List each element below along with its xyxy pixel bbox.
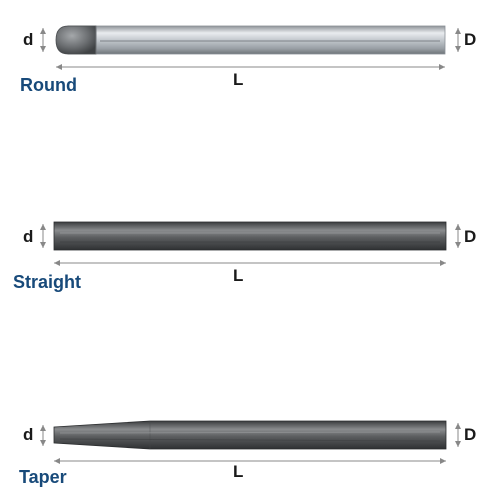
taper-large-diameter-label: D — [464, 425, 477, 444]
round-large-diameter-label: D — [464, 30, 477, 49]
round-length-label: L — [233, 70, 244, 89]
straight-small-diameter-label: d — [23, 227, 34, 246]
taper-tool-group — [40, 420, 461, 464]
straight-length-label: L — [233, 266, 244, 285]
round-tool-name: Round — [20, 75, 77, 95]
round-tool-group — [40, 25, 461, 70]
taper-small-diameter-label: d — [23, 425, 34, 444]
taper-tool-name: Taper — [19, 467, 67, 487]
round-tool-ball-tip — [55, 25, 97, 55]
straight-tool-shank — [53, 221, 447, 251]
taper-tool-shank — [53, 420, 447, 450]
straight-tool-group — [40, 221, 461, 266]
taper-length-label: L — [233, 462, 244, 481]
round-small-diameter-label: d — [23, 30, 34, 49]
straight-tool-name: Straight — [13, 272, 82, 292]
straight-large-diameter-label: D — [464, 227, 477, 246]
round-tool-shank — [67, 25, 446, 55]
